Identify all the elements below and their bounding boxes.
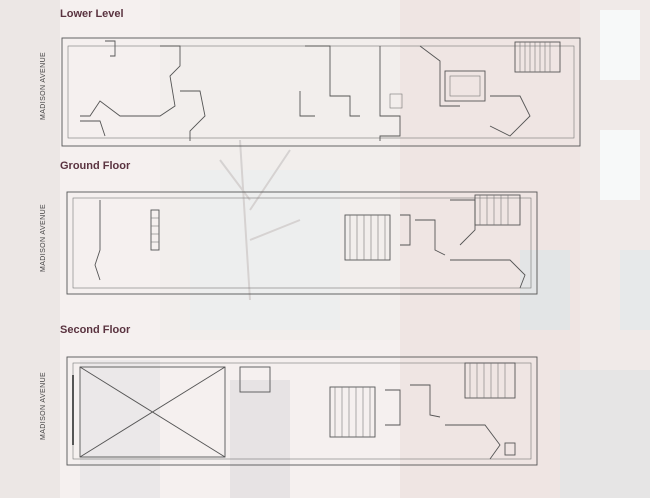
street-label-ground: MADISON AVENUE (40, 203, 47, 272)
level-title-second: Second Floor (60, 324, 131, 336)
floor-plan-lower-level (61, 37, 581, 147)
level-title-ground: Ground Floor (60, 160, 131, 172)
level-title-lower: Lower Level (60, 8, 124, 20)
floor-plan-second-floor (66, 356, 538, 466)
street-label-lower: MADISON AVENUE (40, 51, 47, 120)
street-label-second: MADISON AVENUE (40, 371, 47, 440)
floor-plan-ground-floor (66, 191, 538, 295)
